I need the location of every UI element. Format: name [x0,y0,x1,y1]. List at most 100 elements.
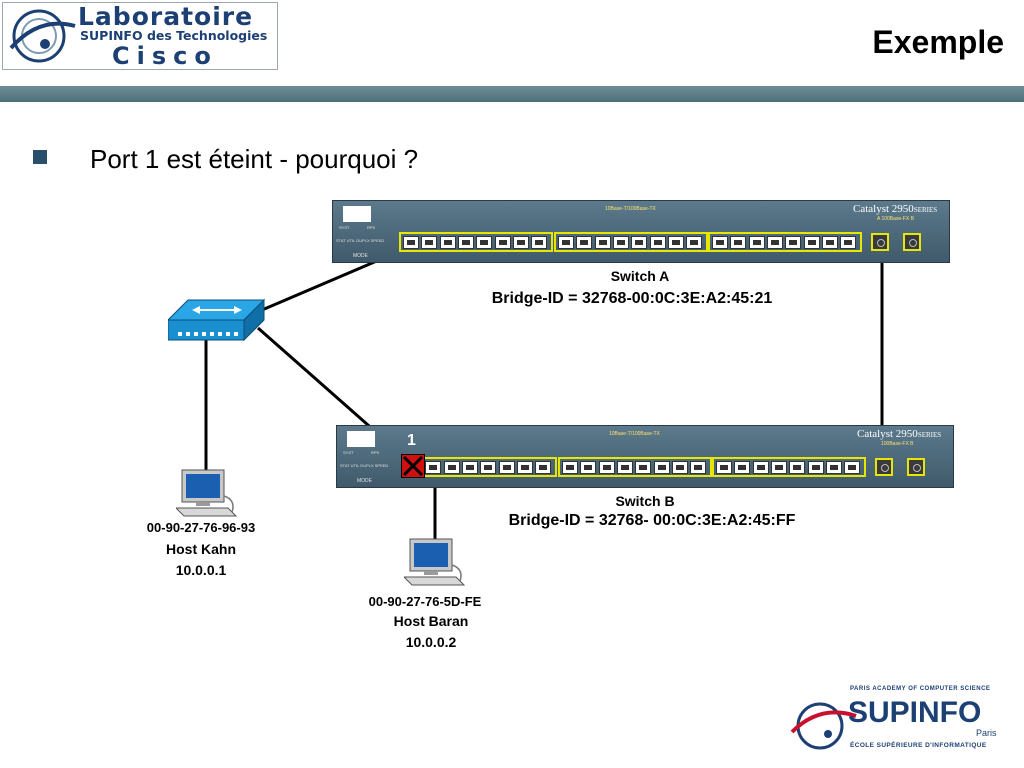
bullet-icon [33,150,47,164]
switch-a-bridge-id: Bridge-ID = 32768-00:0C:3E:A2:45:21 [491,290,773,307]
switch-b-name: Switch B [615,493,675,509]
switch-a[interactable]: SYST RPS STAT UTIL DUPLX SPEED MODE 10Ba… [332,200,950,263]
ethernet-port[interactable] [840,236,857,249]
ethernet-port[interactable] [476,236,493,249]
ethernet-port[interactable] [457,236,474,249]
switch-sys-label: SYST [339,225,350,230]
ethernet-port[interactable] [612,236,629,249]
ethernet-port[interactable] [748,236,765,249]
ethernet-port[interactable] [752,461,769,474]
ethernet-port[interactable] [535,461,552,474]
ethernet-port[interactable] [616,461,633,474]
ethernet-port[interactable] [686,236,703,249]
ethernet-port[interactable] [494,236,511,249]
ethernet-port[interactable] [512,236,529,249]
switch-rps-label: RPS [367,225,376,230]
hub-icon[interactable] [168,298,268,344]
ethernet-port[interactable] [425,461,442,474]
switch-status-labels: STAT UTIL DUPLX SPEED [340,463,389,468]
ethernet-port[interactable] [631,236,648,249]
ethernet-port[interactable] [443,461,460,474]
ethernet-port[interactable] [690,461,707,474]
switch-b-uplink-label: 100Base-FX B [881,441,914,447]
switch-a-port-group-1 [399,232,553,252]
switch-b-uplink-port-a[interactable] [875,458,893,476]
bullet-text: Port 1 est éteint - pourquoi ? [90,144,419,174]
switch-b-series: SERIES [917,431,942,439]
switch-b-ports-label: 10Base-T/100Base-TX [609,431,660,437]
ethernet-port[interactable] [558,236,574,249]
ethernet-port[interactable] [403,236,419,249]
host-kahn-computer-icon[interactable] [176,468,238,520]
switch-rps-label: RPS [371,450,380,455]
ethernet-port[interactable] [653,461,670,474]
switch-b-port-group-1 [403,457,557,477]
header-band [0,86,1024,102]
switch-b-uplink-port-b[interactable] [907,458,925,476]
switch-a-uplink-port-a[interactable] [871,233,889,251]
ethernet-port[interactable] [421,236,438,249]
ethernet-port[interactable] [580,461,597,474]
ethernet-port[interactable] [821,236,838,249]
ethernet-port[interactable] [480,461,497,474]
host-baran-ip: 10.0.0.2 [405,634,457,650]
ethernet-port[interactable] [785,236,802,249]
host-baran-mac: 00-90-27-76-5D-FE [368,594,482,609]
switch-a-model-name: Catalyst 2950 [853,203,914,215]
ethernet-port[interactable] [844,461,861,474]
switch-b-model-name: Catalyst 2950 [857,428,918,440]
ethernet-port[interactable] [531,236,548,249]
cisco-globe-icon [9,9,76,63]
ethernet-port[interactable] [712,236,728,249]
cisco-logo-icon [347,431,375,447]
switch-mode-label: MODE [353,253,368,259]
ethernet-port[interactable] [789,461,806,474]
host-baran-computer-icon[interactable] [404,537,466,589]
ethernet-port[interactable] [635,461,652,474]
ethernet-port[interactable] [807,461,824,474]
ethernet-port[interactable] [766,236,783,249]
switch-b-model: Catalyst 2950SERIES [857,428,941,440]
ethernet-port[interactable] [562,461,578,474]
ethernet-port[interactable] [516,461,533,474]
switch-a-uplink-port-b[interactable] [903,233,921,251]
logo-line-1: Laboratoire [78,2,254,31]
ethernet-port[interactable] [716,461,732,474]
page-title: Exemple [872,24,1004,60]
switch-status-labels: STAT UTIL DUPLX SPEED [336,238,385,243]
logo-line-2: SUPINFO des Technologies [80,28,268,43]
ethernet-port[interactable] [825,461,842,474]
ethernet-port[interactable] [803,236,820,249]
switch-a-model: Catalyst 2950SERIES [853,203,937,215]
ethernet-port[interactable] [498,461,515,474]
ethernet-port[interactable] [734,461,751,474]
switch-a-ports-label: 10Base-T/100Base-TX [605,206,656,212]
ethernet-port[interactable] [671,461,688,474]
switch-b-port-group-3 [712,457,866,477]
supinfo-swoosh-icon [790,702,857,750]
switch-a-port-group-3 [708,232,862,252]
supinfo-logo: PARIS ACADEMY OF COMPUTER SCIENCE SUPINF… [790,686,1010,760]
ethernet-port[interactable] [730,236,747,249]
ethernet-port[interactable] [770,461,787,474]
ethernet-port[interactable] [594,236,611,249]
ethernet-port[interactable] [439,236,456,249]
ethernet-port[interactable] [598,461,615,474]
ethernet-port[interactable] [461,461,478,474]
host-kahn-name: Host Kahn [166,541,236,557]
host-baran-name: Host Baran [393,613,469,629]
lab-logo [2,2,278,70]
switch-b-port1-blocked[interactable] [401,454,425,478]
switch-mode-label: MODE [357,478,372,484]
switch-b[interactable]: SYST RPS STAT UTIL DUPLX SPEED MODE 1 10… [336,425,954,488]
ethernet-port[interactable] [576,236,593,249]
supinfo-school-text: ÉCOLE SUPÉRIEURE D'INFORMATIQUE [850,742,987,749]
supinfo-academy-text: PARIS ACADEMY OF COMPUTER SCIENCE [850,686,991,692]
switch-b-port-group-2 [558,457,712,477]
switch-b-port1-label: 1 [407,432,416,449]
ethernet-port[interactable] [667,236,684,249]
supinfo-brand: SUPINFO [848,696,982,729]
ethernet-port[interactable] [649,236,666,249]
host-kahn-ip: 10.0.0.1 [175,562,227,578]
switch-a-port-group-2 [554,232,708,252]
